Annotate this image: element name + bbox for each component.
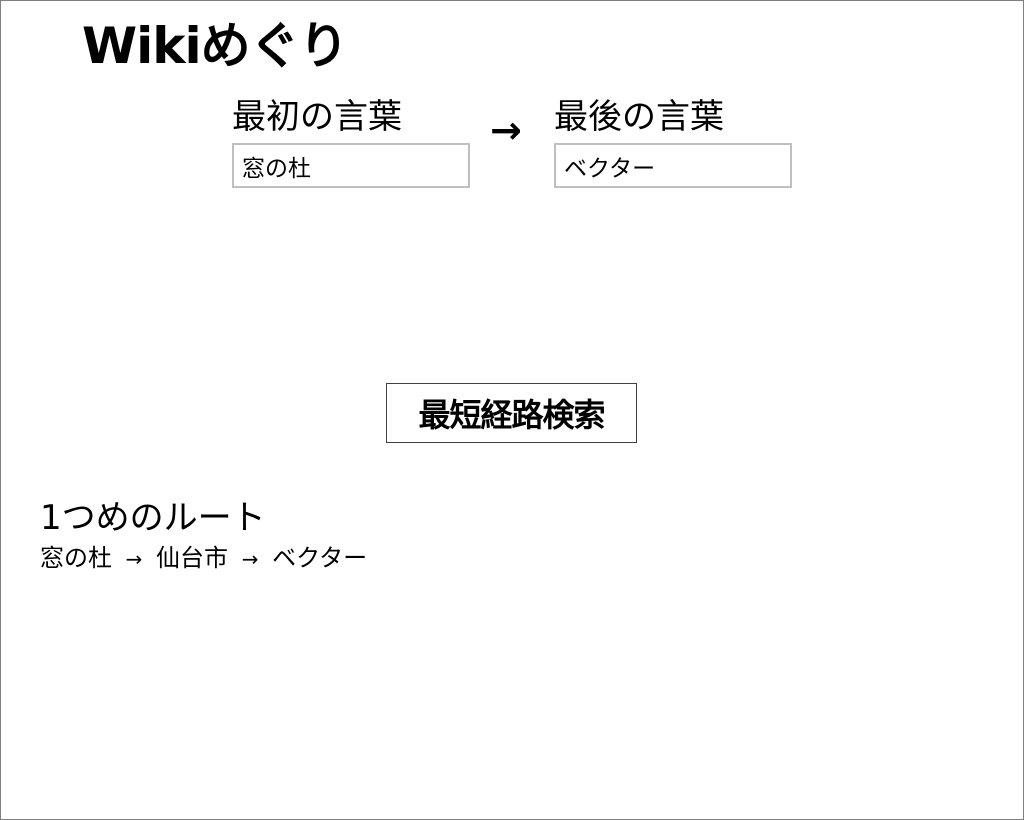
arrow-right-icon: → xyxy=(490,108,522,152)
route-heading: 1つめのルート xyxy=(40,498,266,538)
route-node: 窓の杜 xyxy=(40,544,112,572)
end-word-label: 最後の言葉 xyxy=(554,97,724,137)
arrow-right-icon: → xyxy=(241,547,259,571)
arrow-right-icon: → xyxy=(125,547,143,571)
route-path: 窓の杜 → 仙台市 → ベクター xyxy=(40,541,367,576)
route-node: 仙台市 xyxy=(156,544,229,572)
shortest-path-search-button[interactable]: 最短経路検索 xyxy=(386,383,637,443)
start-word-input[interactable] xyxy=(232,143,470,188)
start-word-label: 最初の言葉 xyxy=(232,97,402,137)
route-node: ベクター xyxy=(272,544,368,572)
app-title: Wikiめぐり xyxy=(82,17,349,75)
end-word-input[interactable] xyxy=(554,143,792,188)
